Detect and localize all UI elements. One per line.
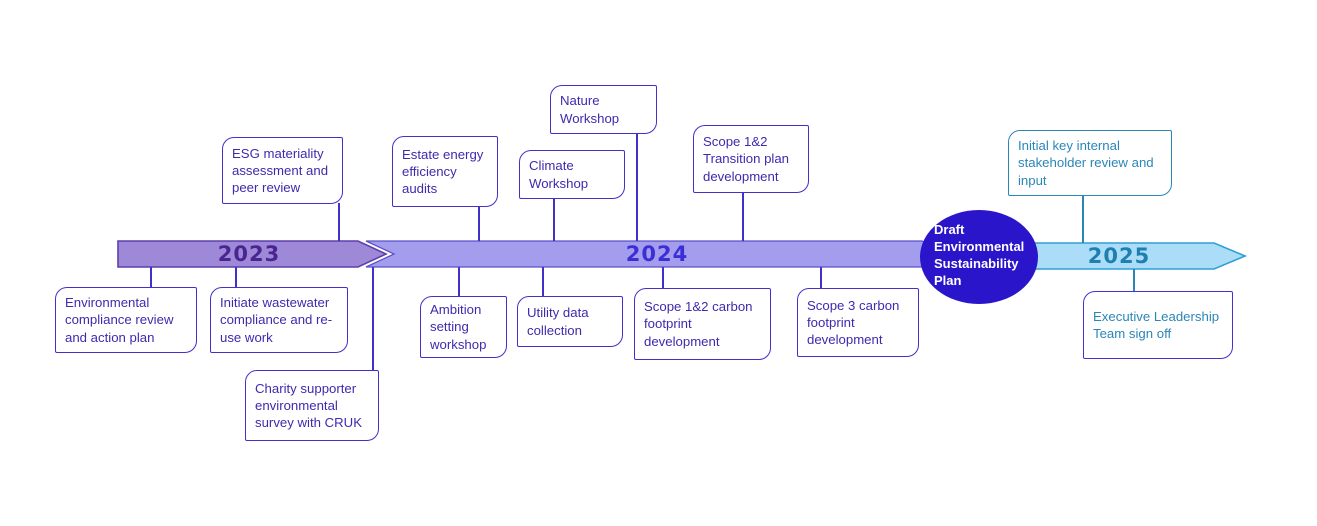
milestone-climate-workshop: Climate Workshop: [519, 150, 625, 199]
milestone-label: ESG materiality assessment and peer revi…: [232, 145, 329, 196]
timeline-bar-2023: [117, 240, 388, 268]
connector-esg-materiality: [338, 203, 340, 241]
milestone-label: Environmental compliance review and acti…: [65, 295, 174, 345]
connector-ambition-workshop: [458, 267, 460, 296]
milestone-nature-workshop: Nature Workshop: [550, 85, 657, 134]
connector-charity-supporter: [372, 267, 374, 370]
milestone-label: Utility data collection: [527, 305, 589, 338]
hub-label: Draft Environmental Sustainability Plan: [934, 222, 1025, 289]
milestone-label: Estate energy efficiency audits: [402, 146, 484, 197]
year-label-2024: 2024: [625, 242, 689, 266]
connector-environmental-compliance: [150, 267, 152, 287]
milestone-label: Initiate wastewater compliance and re-us…: [220, 295, 333, 345]
connector-nature-workshop: [636, 134, 638, 241]
milestone-scope3-carbon: Scope 3 carbon footprint development: [797, 288, 919, 357]
milestone-label: Executive Leadership Team sign off: [1093, 308, 1220, 341]
connector-executive-signoff: [1133, 269, 1135, 291]
milestone-executive-signoff: Executive Leadership Team sign off: [1083, 291, 1233, 359]
connector-estate-energy: [478, 206, 480, 241]
connector-initial-stakeholder: [1082, 196, 1084, 243]
connector-scope3-carbon: [820, 267, 822, 288]
year-label-2023: 2023: [217, 242, 281, 266]
milestone-initiate-wastewater: Initiate wastewater compliance and re-us…: [210, 287, 348, 353]
milestone-label: Nature Workshop: [560, 93, 620, 126]
milestone-estate-energy: Estate energy efficiency audits: [392, 136, 498, 207]
milestone-label: Scope 1&2 Transition plan development: [703, 134, 790, 184]
hub-circle: [920, 210, 1038, 304]
connector-scope12-transition: [742, 193, 744, 241]
year-label-2025: 2025: [1087, 244, 1151, 268]
milestone-label: Initial key internal stakeholder review …: [1018, 138, 1154, 188]
connector-initiate-wastewater: [235, 267, 237, 287]
milestone-ambition-workshop: Ambition setting workshop: [420, 296, 507, 358]
milestone-utility-data: Utility data collection: [517, 296, 623, 347]
milestone-label: Climate Workshop: [529, 158, 589, 191]
milestone-label: Ambition setting workshop: [430, 302, 487, 352]
milestone-esg-materiality: ESG materiality assessment and peer revi…: [222, 137, 343, 204]
connector-utility-data: [542, 267, 544, 296]
connector-climate-workshop: [553, 199, 555, 241]
milestone-scope12-transition: Scope 1&2 Transition plan development: [693, 125, 809, 193]
milestone-environmental-compliance: Environmental compliance review and acti…: [55, 287, 197, 353]
milestone-label: Charity supporter environmental survey w…: [255, 380, 362, 431]
milestone-scope12-carbon: Scope 1&2 carbon footprint development: [634, 288, 771, 360]
milestone-charity-supporter: Charity supporter environmental survey w…: [245, 370, 379, 441]
milestone-initial-stakeholder: Initial key internal stakeholder review …: [1008, 130, 1172, 196]
milestone-label: Scope 1&2 carbon footprint development: [644, 299, 753, 349]
milestone-label: Scope 3 carbon footprint development: [807, 297, 900, 348]
connector-scope12-carbon: [662, 267, 664, 288]
